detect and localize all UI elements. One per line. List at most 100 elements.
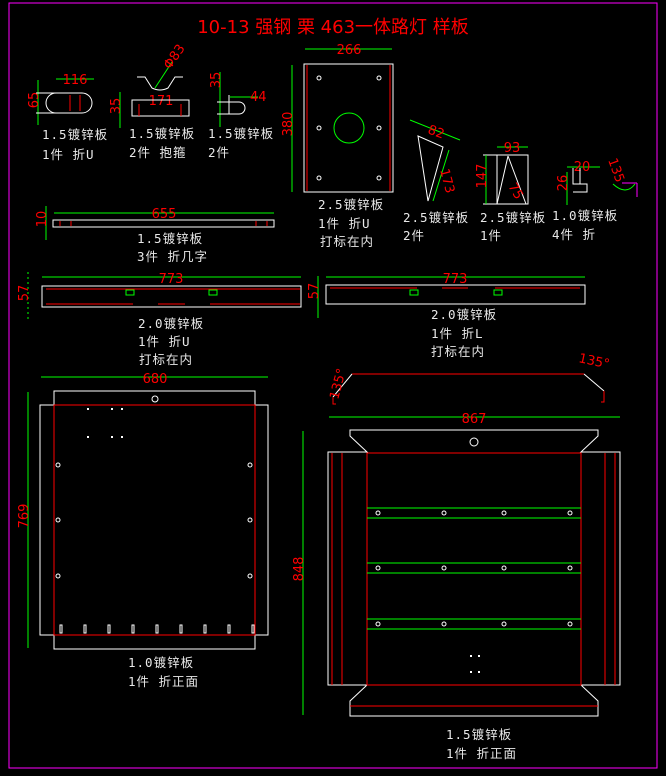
hole bbox=[441, 565, 447, 571]
hole bbox=[441, 510, 447, 516]
dim-text: 147 bbox=[475, 164, 490, 189]
hole bbox=[247, 462, 253, 468]
hole bbox=[87, 408, 89, 410]
slot bbox=[179, 624, 183, 634]
dim-text: 20 bbox=[574, 160, 591, 175]
part-front-panel-680: 680 769 1.0镀锌板 1件 折正面 bbox=[17, 372, 269, 689]
hole bbox=[441, 621, 447, 627]
dim-text: 848 bbox=[292, 557, 307, 582]
hole bbox=[567, 565, 573, 571]
slot bbox=[251, 624, 255, 634]
dim-text: 380 bbox=[281, 112, 296, 137]
hole bbox=[55, 573, 61, 579]
dim-text: 773 bbox=[159, 272, 184, 287]
hole bbox=[55, 462, 61, 468]
part-material: 2.0镀锌板 bbox=[431, 307, 497, 322]
hole bbox=[375, 510, 381, 516]
part-channel-l: 773 57 2.0镀锌板 1件 折L 打标在内 bbox=[307, 272, 586, 359]
part-small-tab: 35 44 1.5镀锌板 2件 bbox=[208, 72, 274, 160]
part-note2: 打标在内 bbox=[431, 344, 485, 359]
part-note: 2件 bbox=[403, 228, 425, 243]
hole bbox=[501, 565, 507, 571]
part-material: 2.5镀锌板 bbox=[318, 197, 384, 212]
slot bbox=[203, 624, 207, 634]
hole bbox=[111, 408, 113, 410]
dim-text: 135° bbox=[577, 351, 611, 372]
part-note: 1件 折L bbox=[431, 326, 484, 341]
part-material: 1.5镀锌板 bbox=[129, 126, 195, 141]
part-triangle-gusset: 82 173 2.5镀锌板 2件 bbox=[403, 119, 469, 243]
dim-text: 773 bbox=[443, 272, 468, 287]
part-u-bracket: 116 65 1.5镀锌板 1件 折U bbox=[27, 73, 108, 162]
hole bbox=[501, 510, 507, 516]
hole bbox=[501, 621, 507, 627]
part-hoop-clamp: Φ83 171 35 1.5镀锌板 2件 抱箍 bbox=[109, 42, 195, 160]
part-triangle-plate: 93 147 75 2.5镀锌板 1件 bbox=[475, 141, 546, 243]
hole bbox=[111, 436, 113, 438]
part-note: 1件 折U bbox=[318, 216, 371, 231]
hole bbox=[247, 517, 253, 523]
hole bbox=[375, 621, 381, 627]
part-material: 2.5镀锌板 bbox=[403, 210, 469, 225]
dim-text: 65 bbox=[27, 92, 42, 109]
dim-text: 680 bbox=[143, 372, 168, 387]
dim-text: 171 bbox=[149, 94, 174, 109]
part-note: 1件 折U bbox=[42, 147, 95, 162]
slot bbox=[107, 624, 111, 634]
dim-text: 867 bbox=[462, 412, 487, 427]
slot bbox=[131, 624, 135, 634]
hole bbox=[87, 436, 89, 438]
part-note: 3件 折几字 bbox=[137, 249, 208, 264]
dim-text: 93 bbox=[504, 141, 521, 156]
part-note: 1件 bbox=[480, 228, 502, 243]
dim-text: 57 bbox=[17, 285, 32, 302]
dim-text: 82 bbox=[426, 123, 447, 143]
part-note: 1件 折正面 bbox=[446, 746, 517, 761]
slot bbox=[59, 624, 63, 634]
dim-text: Φ83 bbox=[161, 42, 189, 73]
part-note: 2件 bbox=[208, 145, 230, 160]
dim-text: 769 bbox=[17, 504, 32, 529]
part-small-bend: 20 26 135 1.0镀锌板 4件 折 bbox=[552, 156, 638, 242]
part-note2: 打标在内 bbox=[139, 352, 193, 367]
dim-text: 75 bbox=[505, 181, 526, 203]
hole bbox=[121, 408, 123, 410]
hole bbox=[121, 436, 123, 438]
part-material: 2.0镀锌板 bbox=[138, 316, 204, 331]
dim-text: 35 bbox=[109, 98, 124, 115]
part-mount-plate: 266 380 2.5镀锌板 1件 折U 打标在内 bbox=[281, 43, 394, 249]
slot bbox=[227, 624, 231, 634]
part-channel-u: 773 57 2.0镀锌板 1件 折U 打标在内 bbox=[17, 272, 302, 367]
hole bbox=[247, 573, 253, 579]
part-material: 2.5镀锌板 bbox=[480, 210, 546, 225]
drawing-title: 10-13 强钢 栗 463一体路灯 样板 bbox=[197, 17, 469, 38]
dim-text: 116 bbox=[63, 73, 88, 88]
hole bbox=[567, 510, 573, 516]
hole bbox=[478, 671, 480, 673]
hole bbox=[55, 517, 61, 523]
slot bbox=[83, 624, 87, 634]
part-material: 1.5镀锌板 bbox=[42, 127, 108, 142]
dim-text: 35 bbox=[209, 72, 224, 89]
part-note: 4件 折 bbox=[552, 227, 596, 242]
hole bbox=[470, 655, 472, 657]
dim-text: 44 bbox=[250, 90, 267, 105]
part-note: 2件 抱箍 bbox=[129, 145, 187, 160]
part-hat-strip: 655 10 1.5镀锌板 3件 折几字 bbox=[35, 206, 275, 264]
hole bbox=[470, 671, 472, 673]
dim-text: 135 bbox=[604, 156, 627, 184]
part-material: 1.0镀锌板 bbox=[128, 655, 194, 670]
dim-text: 26 bbox=[556, 175, 571, 192]
part-note: 1件 折正面 bbox=[128, 674, 199, 689]
dim-text: 57 bbox=[307, 283, 322, 300]
part-note: 1件 折U bbox=[138, 334, 191, 349]
dim-text: 135° bbox=[327, 367, 350, 401]
part-front-panel-867: 135° 135° 867 848 1.5镀锌板 1件 折正面 bbox=[292, 351, 621, 761]
part-material: 1.5镀锌板 bbox=[208, 126, 274, 141]
dim-text: 266 bbox=[337, 43, 362, 58]
dim-text: 10 bbox=[35, 211, 50, 228]
part-material: 1.5镀锌板 bbox=[446, 727, 512, 742]
part-material: 1.0镀锌板 bbox=[552, 208, 618, 223]
slot bbox=[155, 624, 159, 634]
